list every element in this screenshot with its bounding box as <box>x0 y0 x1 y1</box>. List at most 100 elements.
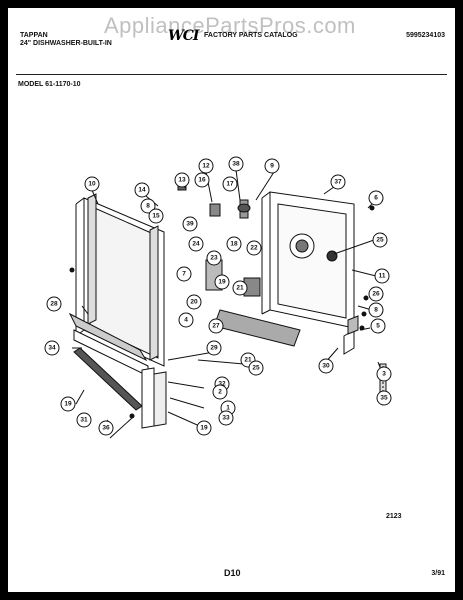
kick-panel <box>68 312 148 362</box>
parts-diagram-page: AppliancePartsPros.com TAPPAN 24" DISHWA… <box>8 8 455 592</box>
callout-circle <box>44 340 60 356</box>
callout-number: 39 <box>186 221 194 228</box>
callout-circle <box>198 158 214 174</box>
callout-7: 7 <box>176 266 192 282</box>
callout-circle <box>186 294 202 310</box>
callout-number: 18 <box>230 241 238 248</box>
callout-number: 22 <box>250 245 258 252</box>
callout-19: 19 <box>60 396 76 412</box>
callout-number: 13 <box>178 177 186 184</box>
callout-number: 8 <box>146 203 150 210</box>
product-subtitle: 24" DISHWASHER-BUILT-IN <box>20 40 112 47</box>
callout-circle <box>46 296 62 312</box>
callout-number: 27 <box>212 323 220 330</box>
callout-circle <box>246 240 262 256</box>
callout-number: 20 <box>190 299 198 306</box>
callout-circle <box>318 358 334 374</box>
callout-circle <box>60 396 76 412</box>
callout-number: 6 <box>374 195 378 202</box>
callout-circle <box>232 280 248 296</box>
catalog-number: 5995234103 <box>406 32 445 39</box>
callout-number: 35 <box>380 395 388 402</box>
callout-number: 11 <box>379 273 386 280</box>
lower-vent-strip <box>73 347 143 411</box>
callout-circle <box>228 156 244 172</box>
callout-38: 38 <box>228 156 244 172</box>
callout-number: 32 <box>218 381 226 388</box>
callout-number: 16 <box>198 177 206 184</box>
header-rule <box>16 74 447 75</box>
callout-number: 36 <box>102 425 110 432</box>
callout-circle <box>206 250 222 266</box>
control-panel-strip <box>213 309 301 347</box>
callout-number: 26 <box>372 291 380 298</box>
callout-number: 5 <box>376 323 380 330</box>
callout-circle <box>178 312 194 328</box>
callout-5: 5 <box>370 318 386 334</box>
callout-circle <box>248 360 264 376</box>
callout-circle <box>208 318 224 334</box>
page-date: 3/91 <box>431 570 445 577</box>
callout-circle <box>368 286 384 302</box>
callout-number: 19 <box>200 425 208 432</box>
door-side-trim <box>149 225 159 361</box>
callout-circle <box>76 412 92 428</box>
callout-circle <box>370 318 386 334</box>
callout-circle <box>376 390 392 406</box>
callout-circle <box>148 208 164 224</box>
callout-8: 8 <box>368 302 384 318</box>
catalog-title: FACTORY PARTS CATALOG <box>204 32 298 39</box>
callout-25: 25 <box>248 360 264 376</box>
wci-logo: WCI <box>168 28 199 44</box>
callout-4: 4 <box>178 312 194 328</box>
callout-circle <box>226 236 242 252</box>
callout-6: 6 <box>368 190 384 206</box>
callout-number: 33 <box>222 415 230 422</box>
callout-number: 12 <box>202 163 210 170</box>
callout-33: 33 <box>218 410 234 426</box>
callout-23: 23 <box>206 250 222 266</box>
brand-name: TAPPAN <box>20 32 48 39</box>
callout-circle <box>214 274 230 290</box>
callout-26: 26 <box>368 286 384 302</box>
callout-24: 24 <box>188 236 204 252</box>
callout-number: 24 <box>192 241 200 248</box>
callout-15: 15 <box>148 208 164 224</box>
callout-11: 11 <box>374 268 390 284</box>
callout-number: 34 <box>48 345 56 352</box>
model-number: MODEL 61-1170-10 <box>18 81 81 88</box>
site-watermark: AppliancePartsPros.com <box>104 13 356 38</box>
callout-number: 9 <box>270 163 274 170</box>
callout-27: 27 <box>208 318 224 334</box>
callout-number: 25 <box>376 237 384 244</box>
callout-19: 19 <box>214 274 230 290</box>
callout-circle <box>134 182 150 198</box>
callout-circle <box>140 198 156 214</box>
callout-12: 12 <box>198 158 214 174</box>
callout-number: 19 <box>64 401 72 408</box>
callout-number: 25 <box>252 365 260 372</box>
callout-circle <box>196 420 212 436</box>
callout-circle <box>206 340 222 356</box>
callout-13: 13 <box>174 172 190 188</box>
callout-21: 21 <box>232 280 248 296</box>
callout-circle <box>174 172 190 188</box>
callout-circle <box>368 302 384 318</box>
callout-35: 35 <box>376 390 392 406</box>
callout-number: 38 <box>232 161 240 168</box>
callout-circle <box>212 384 228 400</box>
callout-number: 4 <box>184 317 188 324</box>
callout-8: 8 <box>140 198 156 214</box>
callout-17: 17 <box>222 176 238 192</box>
callout-circle <box>194 172 210 188</box>
callout-36: 36 <box>98 420 114 436</box>
callout-number: 30 <box>322 363 330 370</box>
figure-number: 2123 <box>386 513 402 520</box>
callout-number: 1 <box>226 405 230 412</box>
callout-number: 10 <box>88 181 96 188</box>
callout-circle <box>98 420 114 436</box>
callout-19: 19 <box>196 420 212 436</box>
callout-29: 29 <box>206 340 222 356</box>
